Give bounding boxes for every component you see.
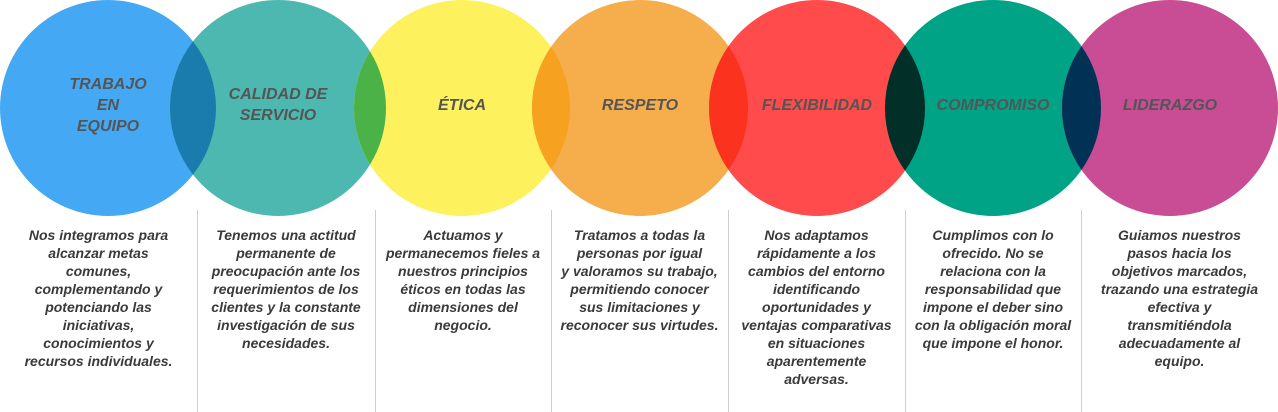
overlap-4 (708, 46, 748, 170)
circle-etica (354, 0, 570, 216)
title-calidad-de-servicio: CALIDAD DE SERVICIO (228, 86, 328, 124)
column-divider (1081, 210, 1082, 412)
title-respeto: RESPETO (601, 96, 679, 114)
title-liderazgo: LIDERAZGO (1122, 96, 1218, 114)
circle-calidad-de-servicio (170, 0, 386, 216)
column-divider (197, 210, 198, 412)
column-divider (375, 210, 376, 412)
title-trabajo-en-equipo: TRABAJO EN EQUIPO (69, 75, 147, 135)
circle-trabajo-en-equipo (0, 0, 216, 216)
overlap-1 (170, 41, 217, 175)
title-compromiso: COMPROMISO (936, 96, 1050, 114)
title-flexibilidad: FLEXIBILIDAD (761, 96, 873, 114)
overlap-5 (885, 45, 925, 171)
description-trabajo-en-equipo: Nos integramos para alcanzar metas comun… (24, 227, 173, 369)
description-calidad-de-servicio: Tenemos una actitud permanente de preocu… (211, 227, 361, 351)
overlap-6 (1062, 46, 1101, 170)
description-liderazgo: Guiamos nuestros pasos hacia los objetiv… (1100, 227, 1259, 369)
overlap-2 (354, 51, 387, 165)
circle-respeto (532, 0, 748, 216)
column-divider (905, 210, 906, 412)
circle-liderazgo (1062, 0, 1278, 216)
description-flexibilidad: Nos adaptamos rápidamente a los cambios … (741, 227, 892, 387)
description-compromiso: Cumplimos con lo ofrecido. No se relacio… (914, 227, 1072, 351)
description-respeto: Tratamos a todas la personas por igual y… (560, 227, 719, 333)
overlap-3 (532, 46, 571, 170)
circle-compromiso (885, 0, 1101, 216)
title-etica: ÉTICA (438, 96, 486, 114)
circle-flexibilidad (709, 0, 925, 216)
column-divider (551, 210, 552, 412)
description-etica: Actuamos y permanecemos fieles a nuestro… (385, 227, 541, 333)
column-divider (728, 210, 729, 412)
